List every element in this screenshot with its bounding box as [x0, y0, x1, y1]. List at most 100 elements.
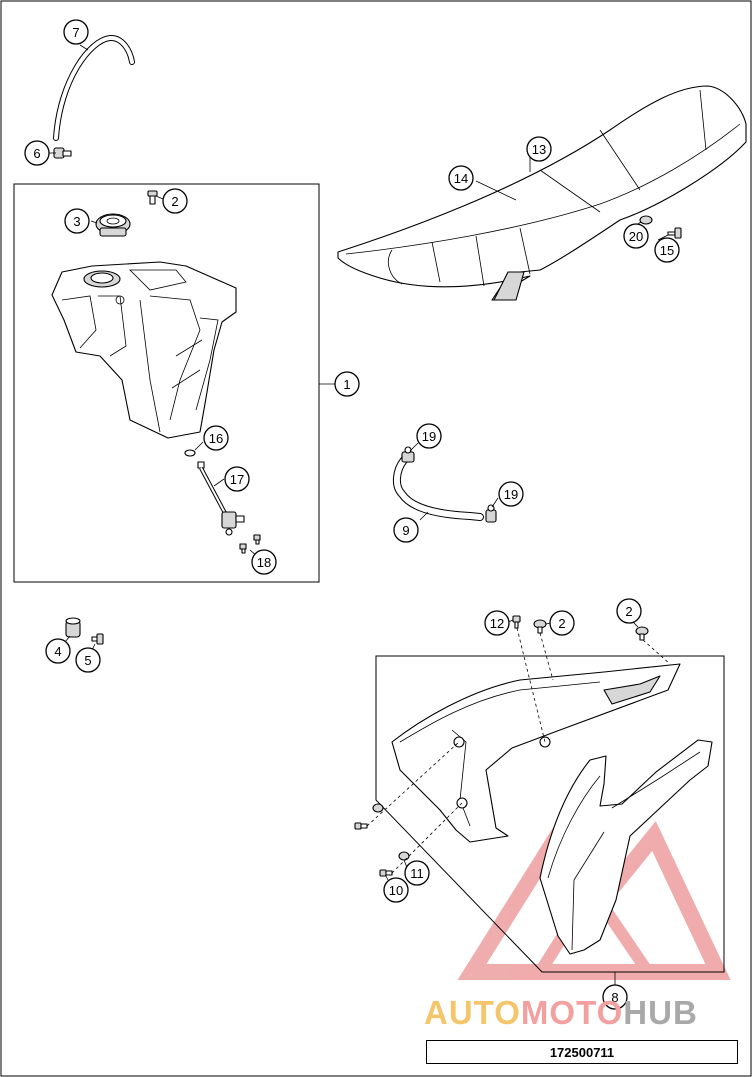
assembly-line-2-mid [539, 632, 554, 681]
assembly-line-12 [516, 627, 546, 743]
callout-18-label: 18 [257, 555, 271, 570]
callout-16-circle [203, 425, 229, 451]
assembly-line-10 [391, 802, 463, 874]
callout-14-circle [448, 165, 474, 191]
seat [337, 85, 747, 301]
callout-12-circle [484, 610, 510, 636]
callout-12-label: 12 [490, 616, 504, 631]
callout-8-label: 8 [611, 990, 618, 1005]
callout-13-circle [526, 136, 552, 162]
side-cover-right [539, 739, 713, 955]
callout-19-top-circle [416, 423, 442, 449]
watermark-text: AUTOMOTOHUB [424, 994, 698, 1032]
callout-1-label: 1 [343, 377, 350, 392]
seat-washer [639, 215, 653, 225]
callout-6: 6 [24, 140, 50, 166]
callout-7: 7 [63, 19, 89, 45]
reference-number: 172500711 [549, 1044, 615, 1060]
cover-screw-10 [379, 869, 393, 877]
fuel-tap [197, 461, 245, 536]
callout-17: 17 [224, 466, 250, 492]
callout-20-circle [623, 223, 649, 249]
callout-10-circle [383, 877, 409, 903]
fuel-tank [51, 261, 237, 439]
callout-20: 20 [623, 223, 649, 249]
fuel-tap-screws [239, 534, 261, 554]
breather-valve [53, 147, 72, 159]
screw-5 [91, 633, 104, 645]
callout-2-right-circle [616, 598, 642, 624]
cover-screw-2-mid [533, 619, 547, 634]
callout-19-right-circle [498, 481, 524, 507]
watermark-auto: AUTO [424, 994, 521, 1031]
callout-15: 15 [654, 237, 680, 263]
callout-9: 9 [393, 517, 419, 543]
hose-clamp-right [485, 504, 497, 523]
callout-2-right: 2 [616, 598, 642, 624]
callout-4-circle [45, 638, 71, 664]
callout-15-circle [654, 237, 680, 263]
callout-10: 10 [383, 877, 409, 903]
cover-screw-upper [354, 822, 368, 830]
callout-7-circle [63, 19, 89, 45]
callout-10-label: 10 [389, 883, 403, 898]
callout-3: 3 [64, 208, 90, 234]
callout-3-circle [64, 208, 90, 234]
callout-1: 1 [334, 371, 360, 397]
callout-1-circle [334, 371, 360, 397]
callout-19-top-label: 19 [422, 429, 436, 444]
reference-number-box: 172500711 [426, 1040, 738, 1064]
callout-8-circle [602, 984, 628, 1010]
callout-4-label: 4 [54, 644, 61, 659]
callout-11-circle [404, 860, 430, 886]
filler-cap [95, 213, 131, 237]
callout-16-label: 16 [209, 431, 223, 446]
cover-washer-11 [398, 851, 410, 861]
callout-19-top: 19 [416, 423, 442, 449]
callout-8: 8 [602, 984, 628, 1010]
callout-11: 11 [404, 860, 430, 886]
side-cover-group-frame [375, 655, 725, 973]
callout-4: 4 [45, 638, 71, 664]
spacer [65, 617, 81, 638]
seat-screw [667, 227, 682, 239]
o-ring [184, 449, 196, 457]
callout-6-label: 6 [33, 146, 40, 161]
breather-hose-inner [54, 36, 134, 140]
callout-2-cap-label: 2 [171, 194, 178, 209]
cover-screw-2-right [635, 626, 649, 641]
cover-washer-upper [372, 803, 384, 813]
callout-18-circle [251, 549, 277, 575]
callout-9-label: 9 [402, 523, 409, 538]
callout-9-circle [393, 517, 419, 543]
callout-13: 13 [526, 136, 552, 162]
callout-7-label: 7 [72, 25, 79, 40]
callout-2-mid-circle [549, 610, 575, 636]
callout-16: 16 [203, 425, 229, 451]
watermark-hub: HUB [623, 994, 698, 1031]
assembly-line-upper [366, 741, 460, 827]
callout-15-label: 15 [660, 243, 674, 258]
callout-18: 18 [251, 549, 277, 575]
cap-screw [147, 190, 158, 205]
callout-13-label: 13 [532, 142, 546, 157]
callout-14-label: 14 [454, 171, 468, 186]
callout-6-circle [24, 140, 50, 166]
fuel-hose [393, 456, 484, 521]
callout-5-circle [75, 647, 101, 673]
callout-20-label: 20 [629, 229, 643, 244]
callout-17-label: 17 [230, 472, 244, 487]
callout-2-cap-circle [162, 188, 188, 214]
fuel-tank-group-frame [13, 183, 320, 583]
callout-3-label: 3 [73, 214, 80, 229]
callout-2-right-label: 2 [625, 604, 632, 619]
callout-5: 5 [75, 647, 101, 673]
callout-19-right: 19 [498, 481, 524, 507]
callout-14: 14 [448, 165, 474, 191]
callout-11-label: 11 [410, 866, 424, 881]
callout-19-right-label: 19 [504, 487, 518, 502]
callout-5-label: 5 [84, 653, 91, 668]
